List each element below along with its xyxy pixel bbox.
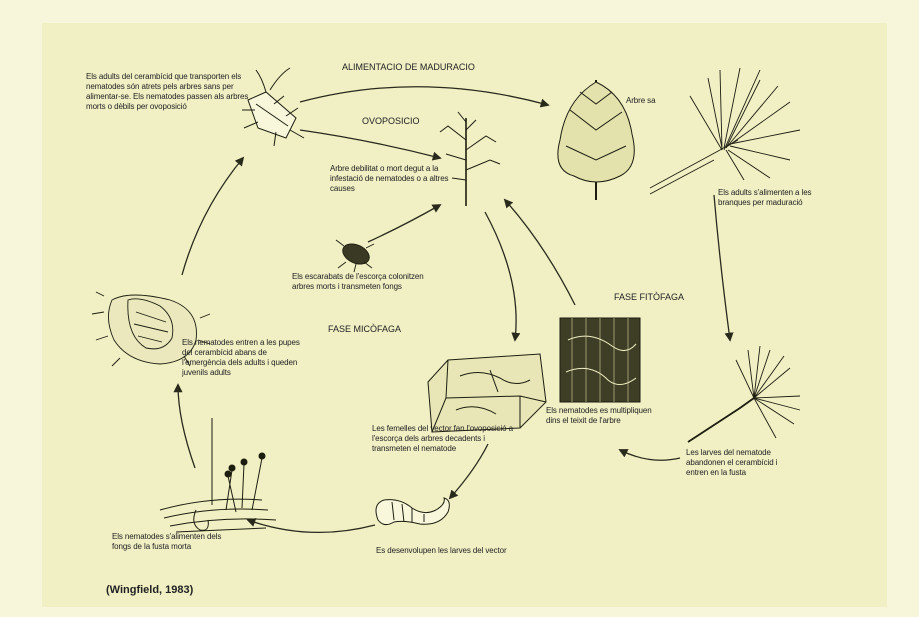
healthy-tree-drawing — [558, 80, 634, 200]
arrow-larva-to-fungi — [248, 520, 375, 532]
arrow-bark-beetle-to-dead-tree — [368, 205, 440, 242]
arrow-fungi-to-pupa — [178, 385, 195, 468]
label-healthy-tree: Arbre sa — [626, 96, 655, 106]
arrow-dead-tree-to-log — [485, 212, 516, 340]
label-adult-beetle: Els adults del cerambícid que transporte… — [86, 72, 256, 112]
title-mycophagous-phase: FASE MICÒFAGA — [328, 324, 401, 335]
label-bark-beetles: Els escarabats de l'escorça colonitzen a… — [292, 272, 444, 292]
twig-drawing — [688, 346, 800, 442]
arrow-twig-to-wood — [620, 450, 680, 460]
label-adults-feed-branches: Els adults s'alimenten a les branques pe… — [718, 188, 822, 208]
label-nematode-larvae: Les larves del nematode abandonen el cer… — [686, 448, 796, 478]
arrow-branch-to-twig — [714, 195, 730, 340]
fungi-drawing — [160, 418, 276, 532]
label-vector-larvae: Es desenvolupen les larves del vector — [376, 546, 516, 556]
arrow-pupa-to-beetle — [182, 158, 243, 275]
title-phytophagous-phase: FASE FITÒFAGA — [614, 292, 684, 303]
title-oviposition: OVOPOSICIO — [362, 116, 420, 127]
bark-beetle-drawing — [336, 240, 374, 272]
citation: (Wingfield, 1983) — [106, 584, 193, 596]
log-drawing — [428, 354, 546, 432]
label-vector-females: Les femelles del vector fan l'ovoposició… — [372, 424, 522, 454]
label-nematodes-feed-fungi: Els nematodes s'alimenten dels fongs de … — [112, 532, 242, 552]
larva-drawing — [376, 498, 449, 525]
pine-branch-drawing — [650, 68, 800, 194]
label-weak-tree: Arbre debilitat o mort degut a la infest… — [330, 164, 458, 194]
title-maturation-feeding: ALIMENTACIO DE MADURACIO — [342, 62, 475, 73]
label-nematodes-multiply: Els nematodes es multipliquen dins el te… — [546, 406, 658, 426]
label-pupa-entry: Els nematodes entren a les pupes del cer… — [182, 338, 304, 378]
arrow-beetle-to-healthy-tree — [300, 87, 548, 105]
arrow-wood-to-dead-tree — [505, 200, 575, 305]
arrow-beetle-to-dead-tree — [300, 130, 440, 158]
wood-tissue-drawing — [560, 318, 640, 402]
